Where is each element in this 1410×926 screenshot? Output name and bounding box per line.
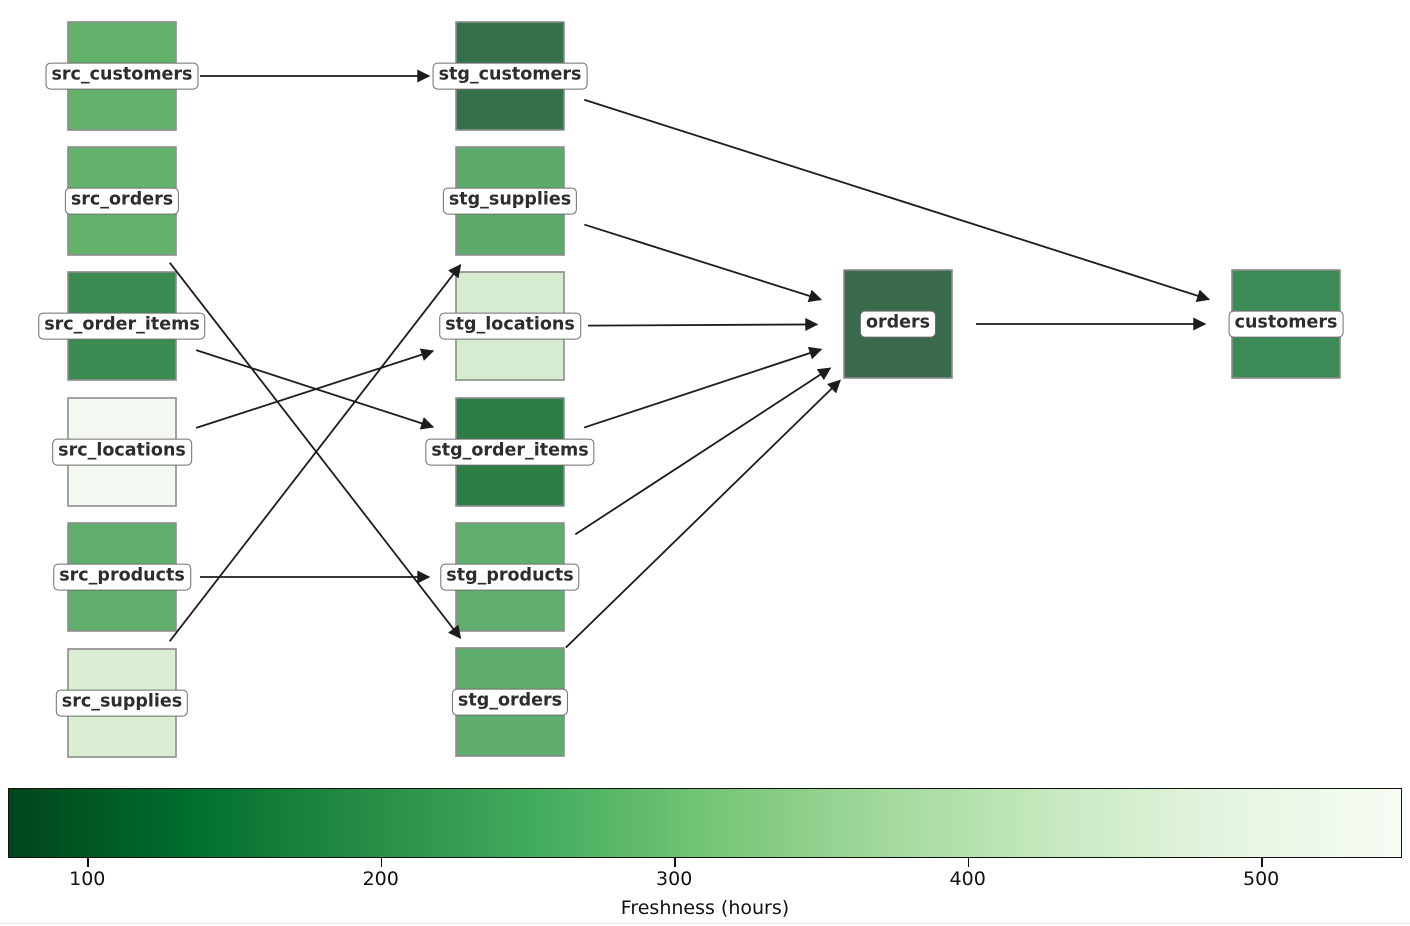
figure-bottom-edge: [0, 923, 1410, 924]
node-label-stg_customers[interactable]: stg_customers: [432, 62, 588, 90]
node-label-src_supplies[interactable]: src_supplies: [55, 689, 189, 717]
node-label-src_order_items[interactable]: src_order_items: [38, 312, 206, 340]
node-label-src_locations[interactable]: src_locations: [52, 438, 192, 466]
edge-stg_products-to-orders: [574, 367, 832, 536]
colorbar-ticklabel-500: 500: [1242, 868, 1280, 890]
node-label-src_orders[interactable]: src_orders: [64, 187, 180, 215]
node-label-stg_products[interactable]: stg_products: [440, 563, 580, 591]
node-label-stg_supplies[interactable]: stg_supplies: [442, 187, 578, 215]
colorbar-tick-100: [87, 858, 89, 867]
colorbar-tick-200: [380, 858, 383, 867]
node-label-customers[interactable]: customers: [1228, 310, 1344, 338]
node-label-stg_order_items[interactable]: stg_order_items: [425, 438, 595, 466]
node-label-stg_locations[interactable]: stg_locations: [439, 312, 581, 340]
colorbar-tick-500: [1261, 858, 1263, 867]
edge-src_supplies-to-stg_supplies: [168, 264, 462, 642]
colorbar-tick-400: [967, 858, 970, 867]
node-label-src_customers[interactable]: src_customers: [45, 62, 199, 90]
node-label-src_products[interactable]: src_products: [53, 563, 191, 591]
colorbar-ticklabel-300: 300: [656, 868, 693, 890]
edge-src_orders-to-stg_orders: [169, 262, 462, 639]
edge-stg_supplies-to-orders: [584, 223, 823, 303]
edge-stg_orders-to-orders: [565, 379, 841, 649]
edge-stg_locations-to-orders: [587, 317, 819, 331]
edge-stg_customers-to-customers: [584, 98, 1211, 302]
colorbar-axis-label: Freshness (hours): [620, 897, 790, 919]
node-label-orders[interactable]: orders: [859, 310, 937, 338]
colorbar-ticklabel-100: 100: [69, 868, 106, 890]
colorbar-gradient: [8, 788, 1402, 858]
edge-stg_order_items-to-orders: [583, 346, 823, 429]
colorbar-ticklabel-400: 400: [949, 868, 986, 890]
node-label-stg_orders[interactable]: stg_orders: [451, 688, 569, 716]
colorbar-tick-300: [674, 858, 676, 867]
edge-src_locations-to-stg_locations: [195, 348, 435, 429]
colorbar-ticklabel-200: 200: [362, 868, 399, 890]
